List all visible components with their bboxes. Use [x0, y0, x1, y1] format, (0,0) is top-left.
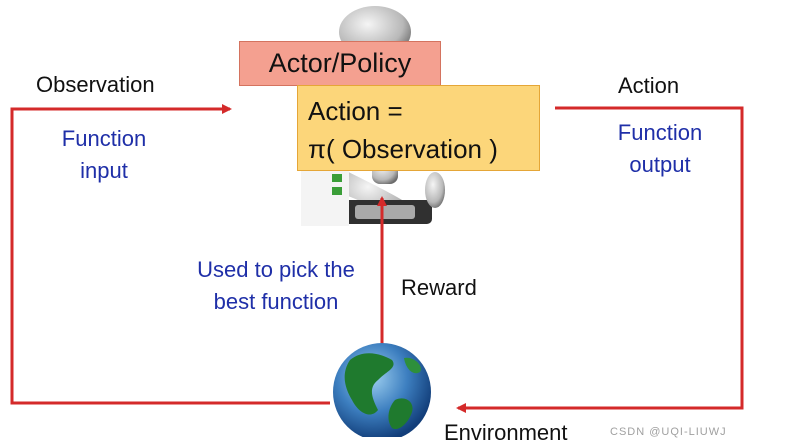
policy-formula-box: Action = π( Observation ) [297, 85, 540, 171]
function-input-line-1: Function [61, 126, 147, 151]
actor-policy-label: Actor/Policy [268, 48, 412, 78]
actor-policy-box: Actor/Policy [239, 41, 441, 86]
loop-arrows [10, 104, 744, 413]
function-input-line-2: input [80, 158, 128, 183]
function-input-label: Function input [44, 123, 164, 187]
watermark: CSDN @UQI-LIUWJ [610, 426, 727, 438]
diagram-canvas [10, 6, 744, 437]
environment-label: Environment [444, 420, 568, 445]
policy-formula-line-1: Action = [308, 96, 403, 126]
reward-label: Reward [401, 275, 477, 300]
reward-note-line-1: Used to pick the [197, 257, 355, 282]
function-output-line-1: Function [617, 120, 703, 145]
observation-label: Observation [36, 72, 155, 97]
reward-note: Used to pick the best function [176, 254, 376, 318]
observation-arrow [10, 104, 330, 405]
action-arrow [456, 106, 744, 413]
reward-note-line-2: best function [213, 289, 339, 314]
globe-icon [333, 343, 431, 437]
function-output-label: Function output [600, 117, 720, 181]
function-output-line-2: output [629, 152, 691, 177]
action-label: Action [618, 73, 680, 98]
policy-formula-line-2: π( Observation ) [308, 134, 498, 164]
